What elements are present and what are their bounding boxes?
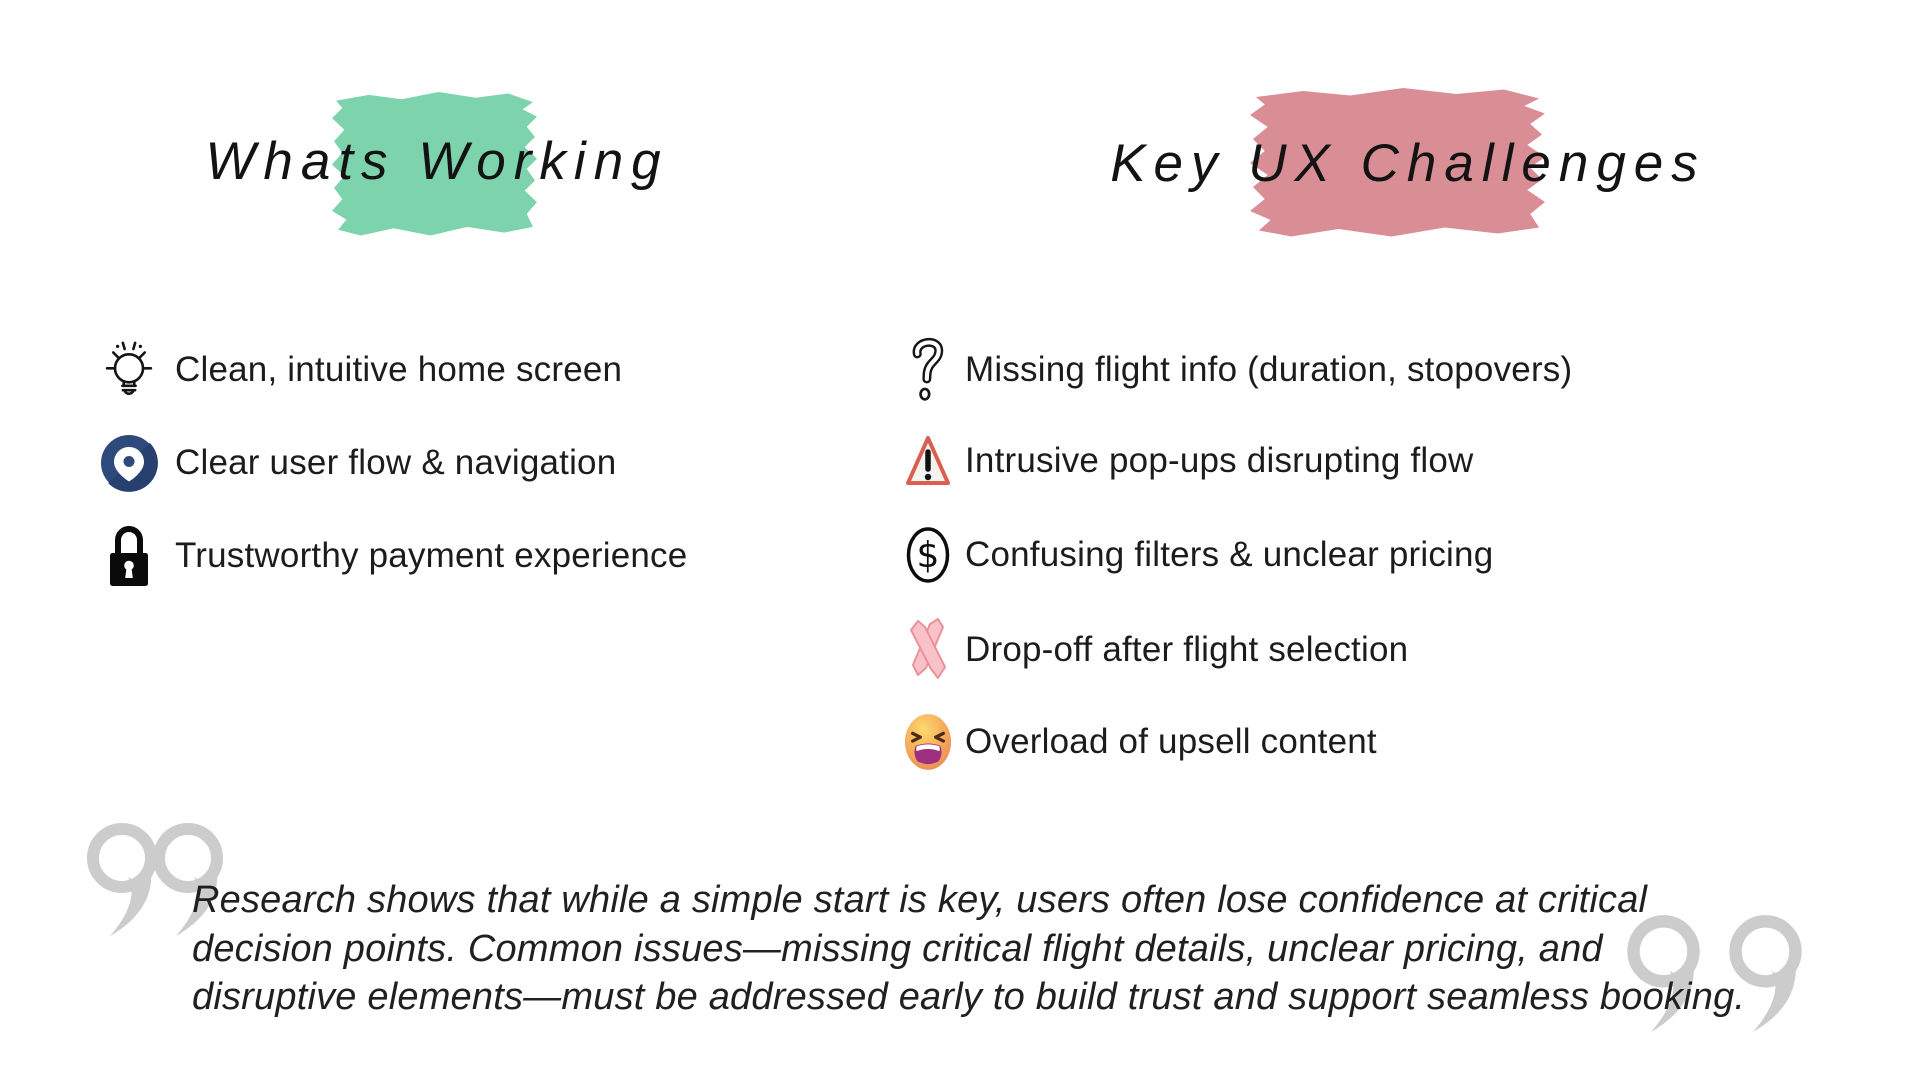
list-item: Overload of upsell content xyxy=(903,701,1377,783)
list-item: Intrusive pop-ups disrupting flow xyxy=(903,420,1474,502)
item-label: Missing flight info (duration, stopovers… xyxy=(965,350,1573,389)
item-label: Intrusive pop-ups disrupting flow xyxy=(965,441,1474,480)
question-mark-icon xyxy=(903,332,953,408)
quote-line: Research shows that while a simple start… xyxy=(192,879,1648,921)
pink-brush-highlight xyxy=(1250,88,1545,237)
list-item: Trustworthy payment experience xyxy=(100,515,687,597)
dollar-circle-icon: $ xyxy=(903,526,953,584)
quote-line: decision points. Common issues—missing c… xyxy=(192,927,1603,970)
location-pin-icon xyxy=(100,434,158,492)
key-ux-challenges-title: Key UX Challenges xyxy=(1110,134,1706,193)
item-label: Clear user flow & navigation xyxy=(175,443,617,482)
whats-working-title: Whats Working xyxy=(205,132,669,191)
lightbulb-icon xyxy=(100,334,158,406)
item-label: Clean, intuitive home screen xyxy=(175,350,623,389)
research-quote: Research shows that while a simple start… xyxy=(192,876,1745,1022)
list-item: Clean, intuitive home screen xyxy=(100,329,622,411)
list-item: Drop-off after flight selection xyxy=(903,609,1408,691)
green-brush-highlight xyxy=(332,92,537,236)
cross-mark-icon xyxy=(903,618,953,682)
item-label: Overload of upsell content xyxy=(965,722,1377,761)
item-label: Trustworthy payment experience xyxy=(175,536,688,575)
warning-triangle-icon xyxy=(903,432,953,490)
lock-icon xyxy=(100,523,158,589)
list-item: Missing flight info (duration, stopovers… xyxy=(903,329,1572,411)
item-label: Drop-off after flight selection xyxy=(965,630,1409,669)
dollar-glyph: $ xyxy=(917,535,940,576)
list-item: Clear user flow & navigation xyxy=(100,422,616,504)
item-label: Confusing filters & unclear pricing xyxy=(965,535,1494,574)
quote-line: disruptive elements—must be addressed ea… xyxy=(192,976,1746,1018)
tired-face-emoji-icon xyxy=(903,713,953,771)
list-item: $ Confusing filters & unclear pricing xyxy=(903,514,1493,596)
